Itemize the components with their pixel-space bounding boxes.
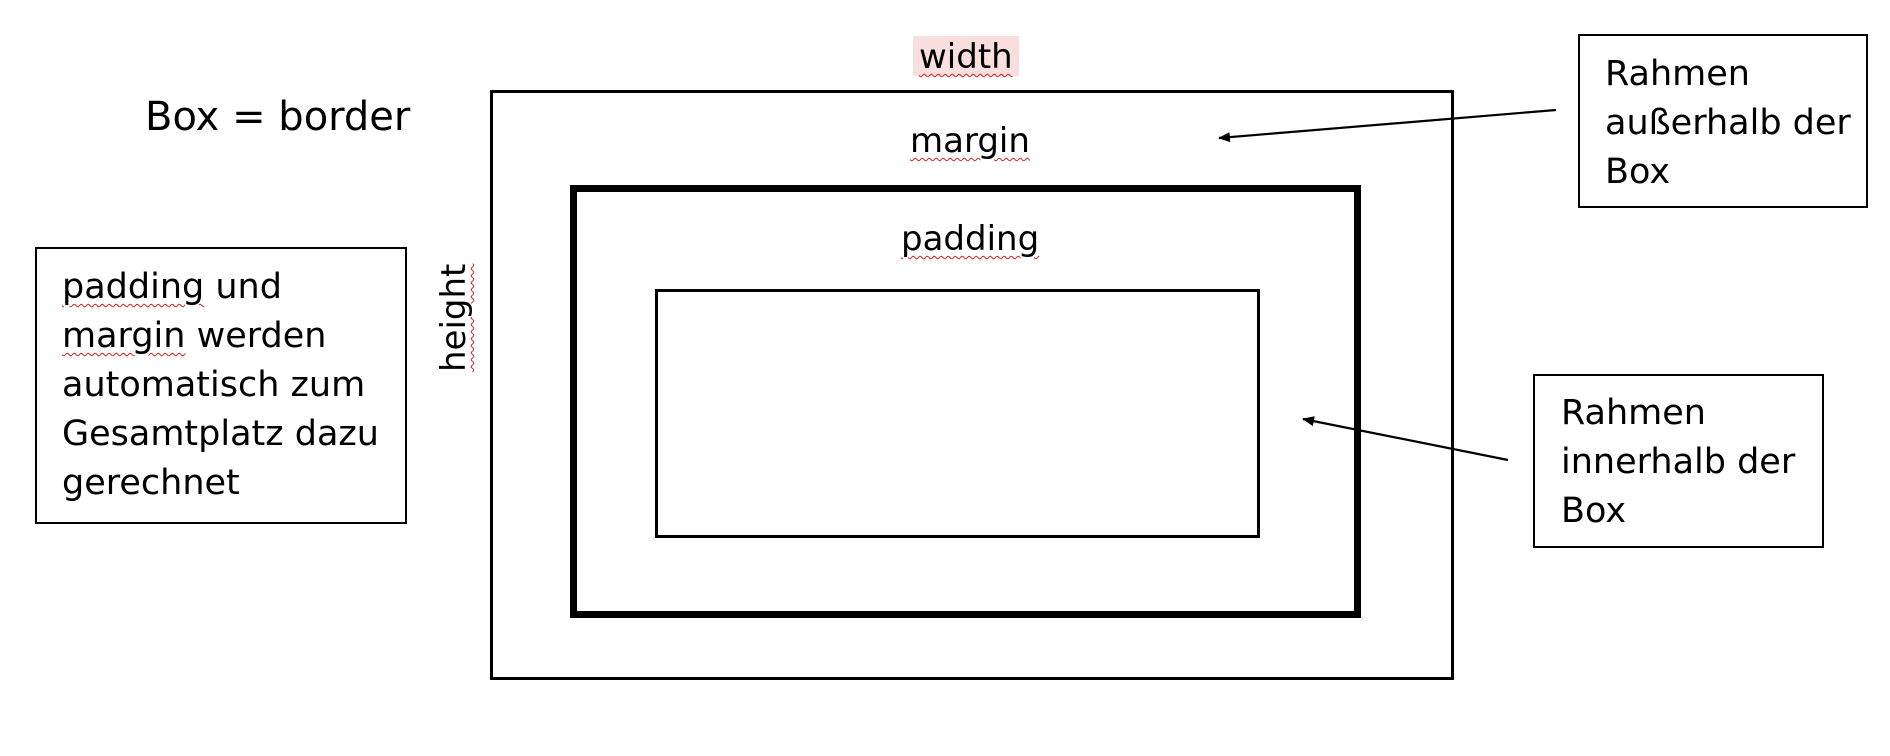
note-line: gerechnet [62, 463, 240, 503]
note-line: Rahmen [1605, 54, 1750, 94]
note-line: Rahmen [1561, 393, 1706, 433]
width-label: width [913, 36, 1019, 76]
padding-label: padding [901, 219, 1040, 259]
margin-box [490, 90, 1454, 680]
arrow-inner-frame [1302, 416, 1509, 462]
note-line: margin werden [62, 316, 327, 356]
border-box [570, 185, 1361, 618]
margin-label: margin [910, 121, 1030, 161]
note-line: Gesamtplatz dazu [62, 414, 379, 454]
diagram-title: Box = border [145, 94, 411, 140]
note-word: padding [62, 267, 205, 307]
note-line: Box [1605, 152, 1671, 192]
arrow-outer-frame [1218, 108, 1557, 143]
note-line: automatisch zum [62, 365, 366, 405]
note-line: padding und [62, 267, 282, 307]
note-padding-margin: padding und margin werden automatisch zu… [35, 247, 407, 524]
note-inner-frame: Rahmen innerhalb der Box [1533, 374, 1824, 548]
note-line: außerhalb der [1605, 103, 1851, 143]
note-line: innerhalb der [1561, 442, 1796, 482]
content-box [655, 289, 1260, 538]
note-outer-frame: Rahmen außerhalb der Box [1578, 34, 1868, 208]
note-word: margin [62, 316, 186, 356]
note-line: Box [1561, 491, 1627, 531]
